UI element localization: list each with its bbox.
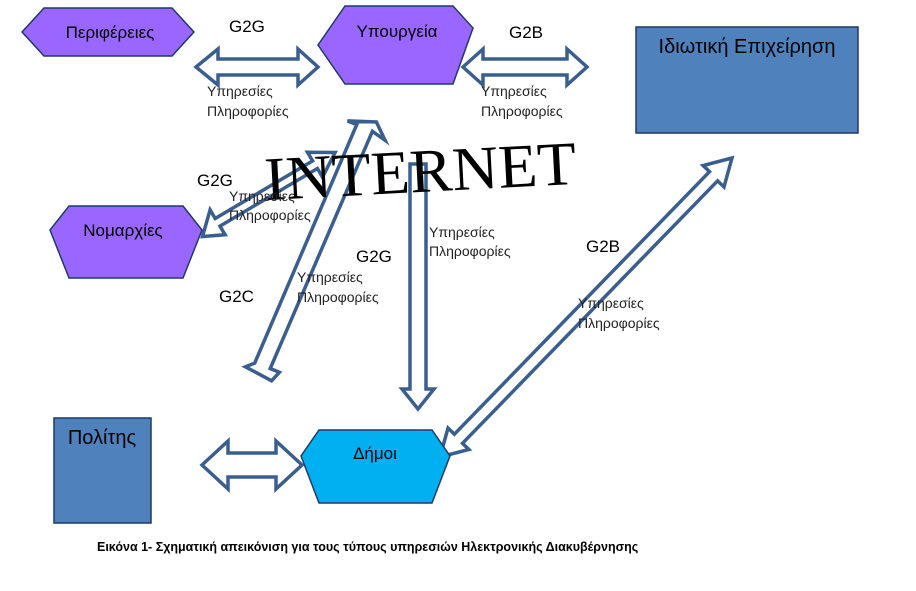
double-arrow-regions-ministries <box>193 45 321 89</box>
node-prefectures: Νομαρχίες <box>49 205 203 279</box>
information-line: Πληροφορίες <box>481 103 563 119</box>
node-business: Ιδιωτική Επιχείρηση <box>635 26 859 134</box>
g2g-top-label: G2G <box>229 17 265 36</box>
municipalities-shape <box>300 429 451 504</box>
node-ministries: Υπουργεία <box>317 5 474 85</box>
citizen-shape <box>53 417 152 524</box>
g2g-center-label: G2G <box>356 247 392 266</box>
arrow-internet-municipalities <box>398 162 438 412</box>
regions-shape <box>20 7 196 57</box>
services-line: Υπηρεσίες <box>207 83 273 99</box>
node-citizen: Πολίτης <box>53 417 152 524</box>
services-label-regions-ministries: Υπηρεσίες Πληροφορίες <box>207 83 289 119</box>
business-label: Ιδιωτική Επιχείρηση <box>659 36 836 58</box>
prefectures-shape <box>49 205 203 279</box>
node-municipalities: Δήμοι <box>300 429 451 504</box>
services-label-citizen: Υπηρεσίες Πληροφορίες <box>297 269 379 305</box>
double-arrow-municipalities-business <box>437 155 735 460</box>
double-arrow-citizen-municipalities <box>199 437 305 493</box>
services-label-municipalities: Υπηρεσίες Πληροφορίες <box>429 224 511 259</box>
municipalities-label: Δήμοι <box>353 444 397 463</box>
arrow-internet-citizen <box>241 119 390 383</box>
information-line: Πληροφορίες <box>229 207 311 223</box>
information-line: Πληροφορίες <box>429 243 511 259</box>
services-line: Υπηρεσίες <box>229 188 295 204</box>
business-shape <box>635 26 859 134</box>
g2c-label: G2C <box>219 287 254 306</box>
ministries-shape <box>317 5 474 85</box>
information-line: Πληροφορίες <box>578 315 660 331</box>
services-line: Υπηρεσίες <box>578 295 644 311</box>
double-arrow-ministries-business <box>460 45 590 89</box>
g2b-top-label: G2B <box>509 23 543 42</box>
internet-label: INTERNET <box>263 130 578 214</box>
ministries-label: Υπουργεία <box>357 22 438 41</box>
services-label-business: Υπηρεσίες Πληροφορίες <box>578 295 660 331</box>
double-arrow-prefectures-internet <box>200 150 338 239</box>
services-line: Υπηρεσίες <box>297 269 363 285</box>
figure-caption: Εικόνα 1- Σχηματική απεικόνιση για τους … <box>97 540 638 554</box>
arrows <box>193 45 735 493</box>
citizen-label: Πολίτης <box>68 427 137 449</box>
regions-label: Περιφέρειες <box>66 23 155 42</box>
g2b-right-label: G2B <box>586 237 620 256</box>
node-regions: Περιφέρειες <box>20 7 196 57</box>
information-line: Πληροφορίες <box>297 289 379 305</box>
g2g-left-label: G2G <box>197 171 233 190</box>
services-label-prefectures: Υπηρεσίες Πληροφορίες <box>229 188 311 223</box>
services-label-ministries-business: Υπηρεσίες Πληροφορίες <box>481 83 563 119</box>
services-line: Υπηρεσίες <box>481 83 547 99</box>
prefectures-label: Νομαρχίες <box>83 221 163 240</box>
services-line: Υπηρεσίες <box>429 224 495 240</box>
information-line: Πληροφορίες <box>207 103 289 119</box>
